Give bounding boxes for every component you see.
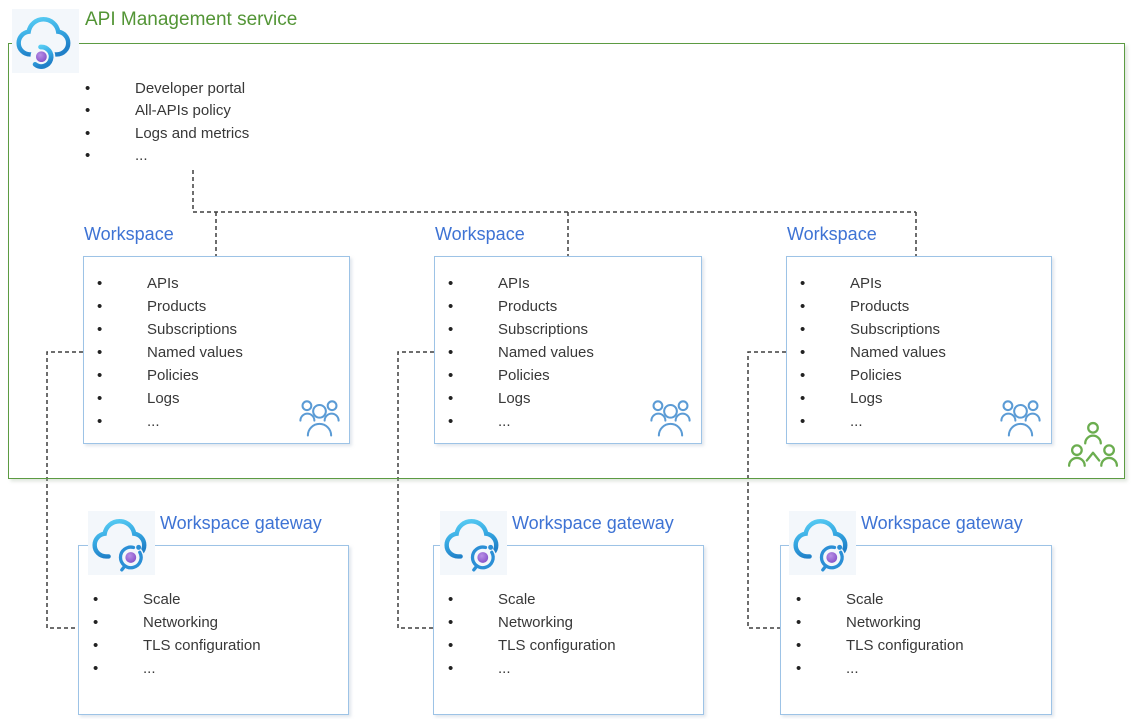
gateway-2-list: •Scale •Networking •TLS configuration •.… xyxy=(448,588,616,680)
list-item: •Logs xyxy=(448,390,531,407)
connector-workspace1-gateway1 xyxy=(46,351,83,629)
api-management-service-box xyxy=(8,43,1125,479)
connector-workspace2-gateway2 xyxy=(397,351,434,629)
bullet: • xyxy=(85,124,91,142)
workspace-gateway-icon xyxy=(789,511,856,575)
list-item: •Networking xyxy=(796,614,922,631)
list-item: •Policies xyxy=(448,367,550,384)
cloud-gear-icon xyxy=(92,518,147,572)
list-item: •Products xyxy=(97,298,207,315)
workspace-3-title: Workspace xyxy=(787,224,877,244)
service-feature-list: •Developer portal •All-APIs policy •Logs… xyxy=(85,77,249,167)
list-item: •... xyxy=(448,660,511,677)
list-item: •Scale xyxy=(93,591,181,608)
list-item: •Logs xyxy=(800,390,883,407)
list-item: •... xyxy=(93,660,156,677)
gateway-1-list: •Scale •Networking •TLS configuration •.… xyxy=(93,588,261,680)
workspace-1-list: •APIs •Products •Subscriptions •Named va… xyxy=(97,272,243,433)
list-item: •Subscriptions xyxy=(800,321,941,338)
connector-workspace3-gateway3 xyxy=(747,351,786,629)
workspace-1-box xyxy=(83,256,350,444)
list-item: •Developer portal xyxy=(85,79,246,97)
workspace-gateway-icon xyxy=(88,511,155,575)
workspace-2-list: •APIs •Products •Subscriptions •Named va… xyxy=(448,272,594,433)
list-item: •APIs xyxy=(448,275,530,292)
list-item: •Networking xyxy=(93,614,219,631)
list-item: •TLS configuration xyxy=(796,637,964,654)
list-item: •Logs xyxy=(97,390,180,407)
list-item: •... xyxy=(85,147,148,165)
people-group-icon xyxy=(299,393,340,438)
list-item: •Products xyxy=(800,298,910,315)
people-group-icon xyxy=(650,393,691,438)
gateway-3-title: Workspace gateway xyxy=(861,513,1023,533)
list-item: •Named values xyxy=(800,344,946,361)
list-item: •Logs and metrics xyxy=(85,124,250,142)
list-item: •APIs xyxy=(800,275,882,292)
list-item: •Scale xyxy=(796,591,884,608)
org-people-icon xyxy=(1066,419,1120,473)
workspace-2-box xyxy=(434,256,702,444)
list-item: •TLS configuration xyxy=(93,637,261,654)
api-management-service-title: API Management service xyxy=(85,9,298,30)
list-item: •Subscriptions xyxy=(97,321,238,338)
list-item: •... xyxy=(448,413,511,430)
list-item: •... xyxy=(800,413,863,430)
bullet: • xyxy=(85,102,91,120)
list-item: •Subscriptions xyxy=(448,321,589,338)
list-item: •... xyxy=(796,660,859,677)
list-item: •TLS configuration xyxy=(448,637,616,654)
bullet: • xyxy=(85,79,91,97)
bullet: • xyxy=(85,147,91,165)
list-item: •Named values xyxy=(448,344,594,361)
gateway-3-list: •Scale •Networking •TLS configuration •.… xyxy=(796,588,964,680)
workspace-1-title: Workspace xyxy=(84,224,174,244)
list-item: •Products xyxy=(448,298,558,315)
list-item: •Scale xyxy=(448,591,536,608)
api-management-icon xyxy=(12,9,79,73)
connector-service-trunk xyxy=(192,170,916,213)
cloud-api-icon xyxy=(16,16,71,69)
list-item: •Policies xyxy=(97,367,199,384)
list-item: •APIs xyxy=(97,275,179,292)
workspace-gateway-icon xyxy=(440,511,507,575)
workspace-2-title: Workspace xyxy=(435,224,525,244)
list-item: •Networking xyxy=(448,614,574,631)
list-item: •Policies xyxy=(800,367,902,384)
gateway-2-title: Workspace gateway xyxy=(512,513,674,533)
list-item: •All-APIs policy xyxy=(85,102,231,120)
workspace-3-list: •APIs •Products •Subscriptions •Named va… xyxy=(800,272,946,433)
list-item: •... xyxy=(97,413,160,430)
people-group-icon xyxy=(1000,393,1041,438)
list-item: •Named values xyxy=(97,344,243,361)
gateway-1-title: Workspace gateway xyxy=(160,513,322,533)
